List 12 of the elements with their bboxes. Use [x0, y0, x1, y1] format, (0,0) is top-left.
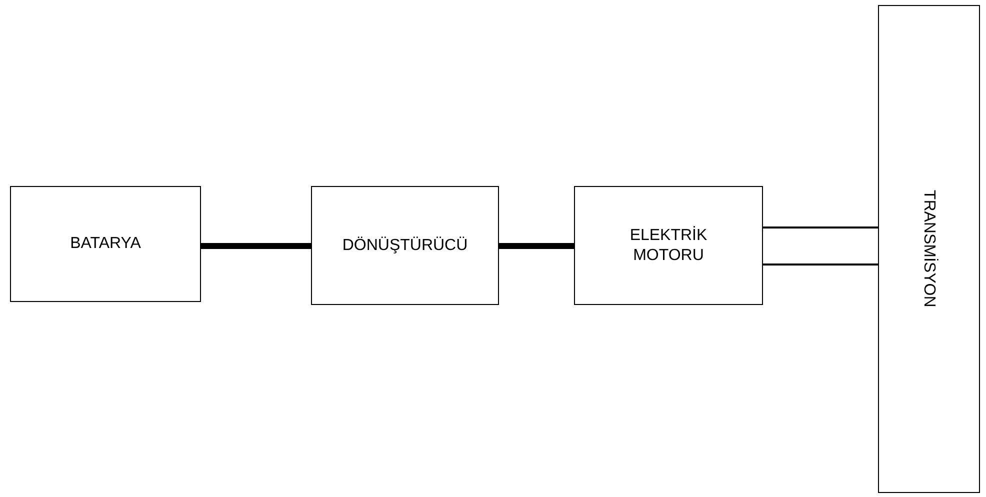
connector-line: [201, 243, 311, 249]
block-box: [10, 186, 201, 302]
connector-line: [763, 226, 878, 228]
block-box: [574, 186, 763, 305]
block-label: TRANSMİSYON: [920, 190, 939, 308]
block-box: [311, 186, 499, 305]
block-label: BATARYA: [70, 234, 141, 254]
block-box: [878, 5, 980, 493]
block-label: DÖNÜŞTÜRÜCÜ: [342, 236, 468, 256]
connector-line: [499, 243, 574, 249]
connector-line: [763, 264, 878, 266]
block-label: ELEKTRİK MOTORU: [628, 226, 708, 265]
